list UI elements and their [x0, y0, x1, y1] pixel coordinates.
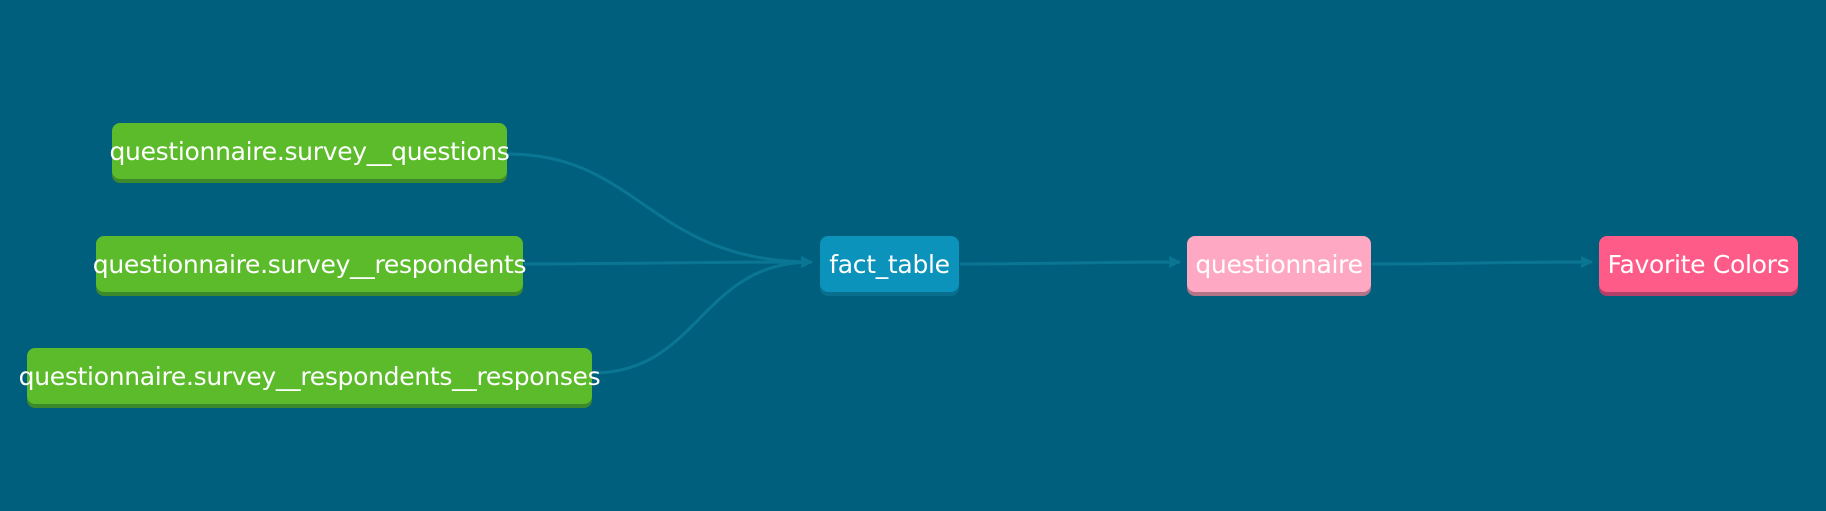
edge-questionnaire-to-favorite-colors	[1371, 256, 1594, 269]
node-fact-table[interactable]: fact_table	[820, 236, 959, 292]
node-label: fact_table	[829, 249, 950, 279]
edge-survey-respondents-to-fact-table	[523, 256, 814, 269]
node-label: questionnaire.survey__respondents__respo…	[18, 361, 601, 391]
node-favorite-colors[interactable]: Favorite Colors	[1599, 236, 1798, 292]
node-questionnaire[interactable]: questionnaire	[1187, 236, 1371, 292]
edge-fact-table-to-questionnaire	[959, 256, 1182, 269]
edge-survey-questions-to-fact-table	[507, 152, 814, 268]
edge-survey-respondents-responses-to-fact-table	[591, 256, 814, 375]
node-label: questionnaire.survey__respondents	[92, 249, 527, 279]
node-label: Favorite Colors	[1607, 249, 1790, 279]
node-survey-respondents[interactable]: questionnaire.survey__respondents	[92, 236, 527, 292]
node-survey-respondents-responses[interactable]: questionnaire.survey__respondents__respo…	[19, 348, 601, 404]
node-survey-questions[interactable]: questionnaire.survey__questions	[109, 123, 510, 179]
node-label: questionnaire.survey__questions	[109, 136, 510, 166]
node-label: questionnaire	[1195, 249, 1363, 279]
